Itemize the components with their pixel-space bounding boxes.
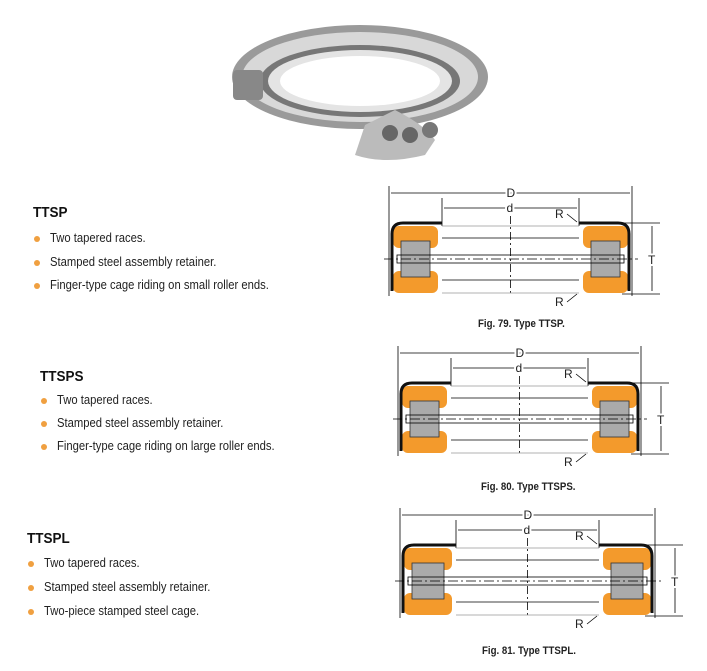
bullet-item: Two tapered races. bbox=[57, 393, 153, 407]
label-R-bottom: R bbox=[564, 455, 573, 466]
label-R-bottom: R bbox=[555, 295, 564, 306]
bullet-icon bbox=[28, 585, 34, 591]
bullet-icon bbox=[34, 283, 40, 289]
label-R-bottom: R bbox=[575, 617, 584, 628]
label-D: D bbox=[524, 508, 533, 522]
bullet-icon bbox=[41, 444, 47, 450]
label-D: D bbox=[507, 186, 516, 200]
label-d: d bbox=[516, 361, 523, 375]
bullet-icon bbox=[41, 398, 47, 404]
label-R: R bbox=[575, 529, 584, 543]
bullet-icon bbox=[41, 421, 47, 427]
label-R: R bbox=[564, 367, 573, 381]
section-title: TTSPS bbox=[40, 368, 84, 385]
bullet-icon bbox=[28, 561, 34, 567]
label-T: T bbox=[671, 575, 679, 589]
bullet-icon bbox=[34, 236, 40, 242]
bullet-item: Two-piece stamped steel cage. bbox=[44, 604, 200, 618]
figure-caption: Fig. 81. Type TTSPL. bbox=[482, 645, 576, 657]
label-d: d bbox=[524, 523, 531, 537]
label-R: R bbox=[555, 207, 564, 221]
bullet-item: Finger-type cage riding on large roller … bbox=[57, 439, 275, 453]
bullet-item: Two tapered races. bbox=[44, 556, 140, 570]
section-title: TTSP bbox=[33, 204, 68, 221]
section-title: TTSPL bbox=[27, 530, 70, 547]
figure-caption: Fig. 79. Type TTSP. bbox=[478, 318, 565, 330]
label-T: T bbox=[648, 253, 656, 267]
bullet-item: Stamped steel assembly retainer. bbox=[44, 580, 211, 594]
bullet-icon bbox=[34, 260, 40, 266]
bullet-item: Two tapered races. bbox=[50, 231, 146, 245]
figure-caption: Fig. 80. Type TTSPS. bbox=[481, 481, 576, 493]
label-D: D bbox=[516, 346, 525, 360]
bearing-photo bbox=[232, 25, 488, 160]
label-T: T bbox=[657, 413, 665, 427]
bullet-item: Finger-type cage riding on small roller … bbox=[50, 278, 269, 292]
label-d: d bbox=[507, 201, 514, 215]
bullet-item: Stamped steel assembly retainer. bbox=[57, 416, 224, 430]
bullet-item: Stamped steel assembly retainer. bbox=[50, 255, 217, 269]
bullet-icon bbox=[28, 609, 34, 615]
